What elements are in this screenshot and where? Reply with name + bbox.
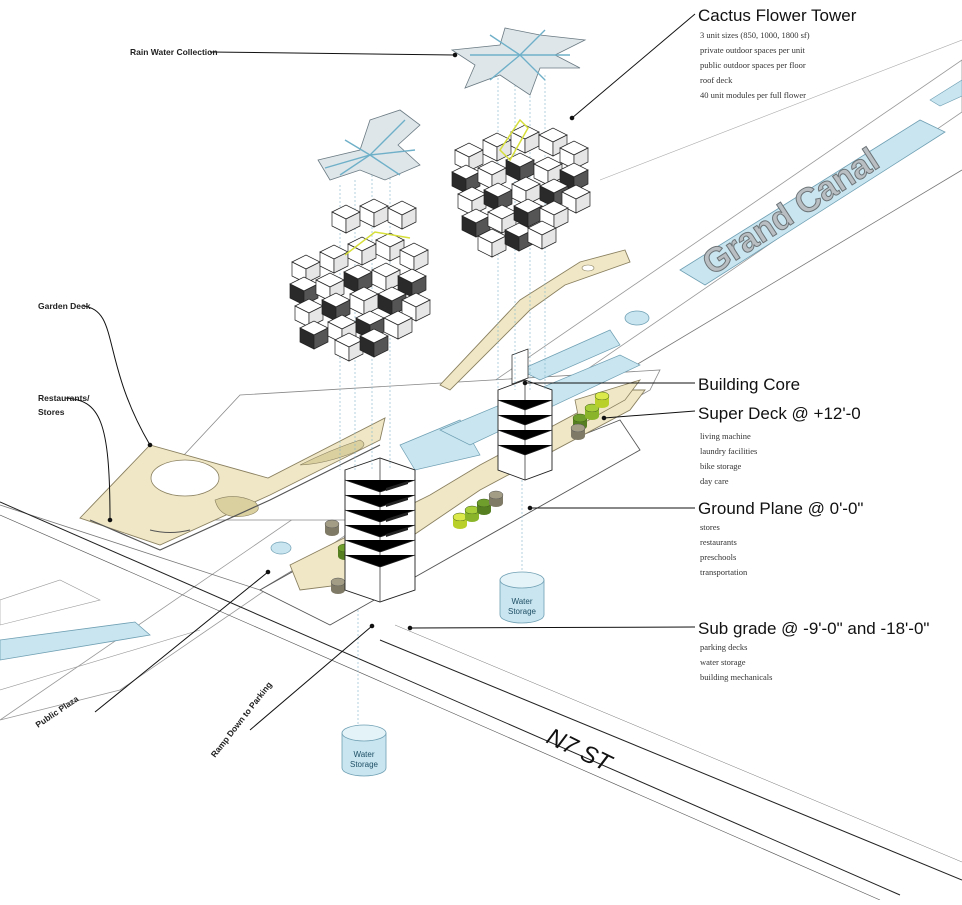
- building-core-right: [497, 348, 553, 481]
- callout-ground-plane: Ground Plane @ 0'-0" stores restaurants …: [698, 499, 863, 577]
- cactus-tower-right: [451, 118, 591, 258]
- ground-plane-line-2: restaurants: [700, 537, 737, 547]
- water-storage-tank-1: Water Storage: [499, 571, 545, 624]
- water-storage-tank-2: Water Storage: [341, 724, 387, 777]
- sub-grade-line-2: water storage: [700, 657, 746, 667]
- callout-super-deck: Super Deck @ +12'-0 living machine laund…: [698, 404, 861, 486]
- rain-collector-right: [450, 27, 587, 96]
- building-core-left: [344, 457, 416, 603]
- ground-plane-title: Ground Plane @ 0'-0": [698, 499, 863, 518]
- elevated-walkway: [439, 249, 631, 391]
- water-storage-2-line1: Water: [353, 750, 374, 759]
- ground-plane-line-4: transportation: [700, 567, 748, 577]
- rain-water-label: Rain Water Collection: [130, 47, 218, 57]
- water-storage-2-line2: Storage: [350, 760, 379, 769]
- super-deck-line-1: living machine: [700, 431, 751, 441]
- super-deck-line-2: laundry facilities: [700, 446, 757, 456]
- ground-plane-line-1: stores: [700, 522, 720, 532]
- water-storage-1-line2: Storage: [508, 607, 537, 616]
- cactus-tower-line-2: private outdoor spaces per unit: [700, 45, 805, 55]
- cactus-tower-line-1: 3 unit sizes (850, 1000, 1800 sf): [700, 30, 810, 40]
- grand-canal-label: Grand Canal: [696, 141, 886, 283]
- ground-plane-line-3: preschools: [700, 552, 736, 562]
- rain-collector-left: [317, 109, 421, 181]
- garden-deck-label: Garden Deck: [38, 301, 91, 311]
- ramp-label: Ramp Down to Parking: [209, 680, 274, 759]
- callout-building-core: Building Core: [698, 375, 800, 394]
- super-deck-line-4: day care: [700, 476, 729, 486]
- sub-grade-line-3: building mechanicals: [700, 672, 772, 682]
- restaurants-label-line1: Restaurants/: [38, 393, 90, 403]
- callout-sub-grade: Sub grade @ -9'-0" and -18'-0" parking d…: [698, 619, 929, 682]
- cactus-tower-line-3: public outdoor spaces per floor: [700, 60, 806, 70]
- super-deck-title: Super Deck @ +12'-0: [698, 404, 861, 423]
- cactus-tower-title: Cactus Flower Tower: [698, 6, 857, 25]
- street-name-label: N7 ST: [542, 723, 617, 778]
- leader-lines: [64, 13, 696, 731]
- building-core-title: Building Core: [698, 375, 800, 394]
- callout-cactus-tower: Cactus Flower Tower 3 unit sizes (850, 1…: [698, 6, 857, 100]
- cactus-tower-line-4: roof deck: [700, 75, 733, 85]
- super-deck-line-3: bike storage: [700, 461, 742, 471]
- restaurants-label-line2: Stores: [38, 407, 65, 417]
- water-storage-1-line1: Water: [511, 597, 532, 606]
- garden-deck: [79, 417, 386, 551]
- sub-grade-line-1: parking decks: [700, 642, 747, 652]
- sub-grade-title: Sub grade @ -9'-0" and -18'-0": [698, 619, 929, 638]
- cactus-tower-line-5: 40 unit modules per full flower: [700, 90, 806, 100]
- cactus-tower-left: [289, 198, 431, 362]
